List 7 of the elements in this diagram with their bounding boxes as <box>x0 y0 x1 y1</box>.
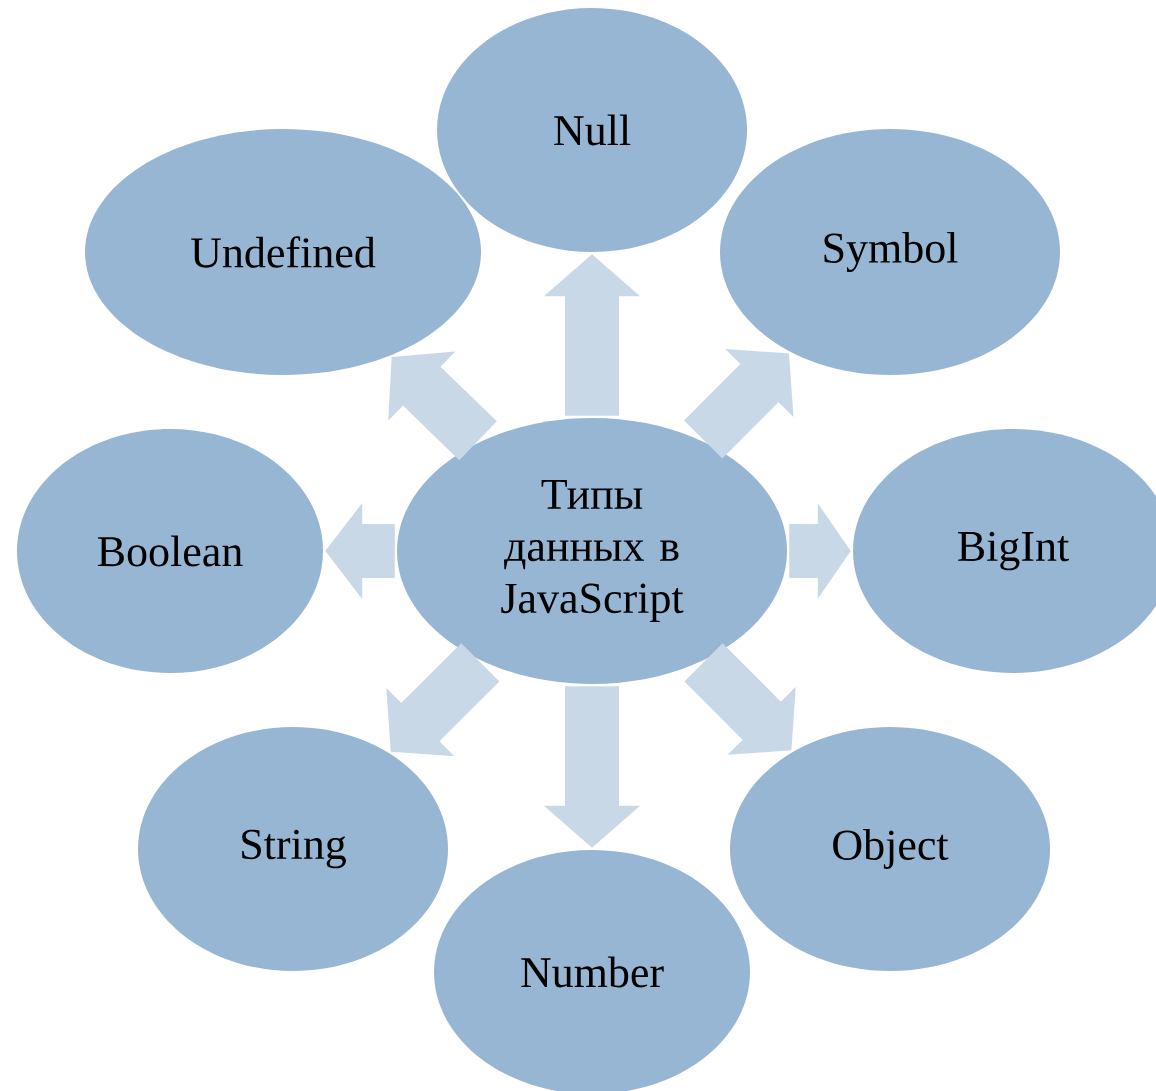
ellipse-node: Object <box>730 727 1050 971</box>
ellipse-node: Null <box>437 8 747 252</box>
ellipse-node: Типы данных в JavaScript <box>397 418 787 684</box>
ellipse-node: Boolean <box>17 429 323 673</box>
ellipse-node: Symbol <box>720 129 1060 375</box>
ellipse-node: String <box>138 727 448 971</box>
ellipse-node: Undefined <box>85 129 481 375</box>
